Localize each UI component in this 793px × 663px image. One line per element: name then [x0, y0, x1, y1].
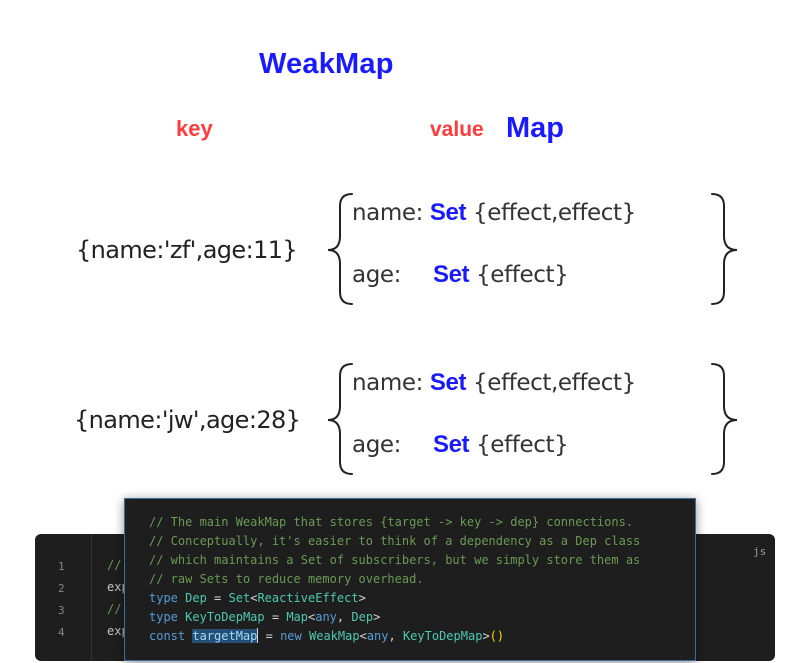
language-badge: js: [753, 545, 767, 558]
code-line-dep: type Dep = Set<ReactiveEffect>: [149, 591, 366, 605]
key-label: key: [176, 116, 213, 141]
map-entry-age-1: age: Set {effect}: [352, 261, 569, 289]
object-key-2: {name:'jw',age:28}: [74, 406, 301, 434]
code-hover-popup: // The main WeakMap that stores {target …: [124, 498, 696, 661]
code-line-fragment: exp: [107, 624, 129, 638]
code-line-fragment: exp: [107, 580, 129, 594]
text-caret: [257, 628, 259, 643]
set-keyword: Set: [433, 261, 470, 288]
weakmap-title: WeakMap: [259, 48, 394, 80]
prop-name: age:: [352, 262, 401, 288]
map-entry-name-1: name: Set {effect,effect}: [352, 199, 636, 227]
set-value: {effect}: [476, 262, 569, 288]
object-key-1: {name:'zf',age:11}: [76, 236, 298, 264]
map-label: Map: [506, 112, 564, 144]
set-value: {effect,effect}: [472, 200, 636, 226]
comment-line: // The main WeakMap that stores {target …: [149, 515, 634, 529]
right-brace-2: [711, 363, 738, 475]
set-keyword: Set: [433, 431, 470, 458]
right-brace-1: [711, 193, 738, 305]
map-entry-age-2: age: Set {effect}: [352, 431, 569, 459]
selected-identifier[interactable]: targetMap: [192, 629, 258, 643]
code-line-targetmap: const targetMap = new WeakMap<any, KeyTo…: [149, 628, 505, 643]
set-value: {effect,effect}: [472, 370, 636, 396]
left-brace-2: [327, 363, 353, 475]
code-line-fragment: //: [107, 558, 122, 572]
set-keyword: Set: [429, 369, 467, 396]
line-number: 3: [58, 604, 65, 617]
code-line-fragment: //: [107, 602, 122, 616]
code-line-keytodepmap: type KeyToDepMap = Map<any, Dep>: [149, 610, 381, 624]
value-label: value: [430, 118, 484, 141]
prop-name: age:: [352, 432, 401, 458]
line-number: 4: [58, 626, 65, 639]
comment-line: // Conceptually, it's easier to think of…: [149, 534, 641, 548]
left-brace-1: [327, 193, 353, 305]
line-number-gutter: [35, 534, 92, 661]
prop-name: name:: [352, 200, 423, 226]
set-keyword: Set: [429, 199, 467, 226]
line-number: 1: [58, 560, 65, 573]
line-number: 2: [58, 582, 65, 595]
map-entry-name-2: name: Set {effect,effect}: [352, 369, 636, 397]
prop-name: name:: [352, 370, 423, 396]
comment-line: // which maintains a Set of subscribers,…: [149, 553, 641, 567]
comment-line: // raw Sets to reduce memory overhead.: [149, 572, 424, 586]
set-value: {effect}: [476, 432, 569, 458]
